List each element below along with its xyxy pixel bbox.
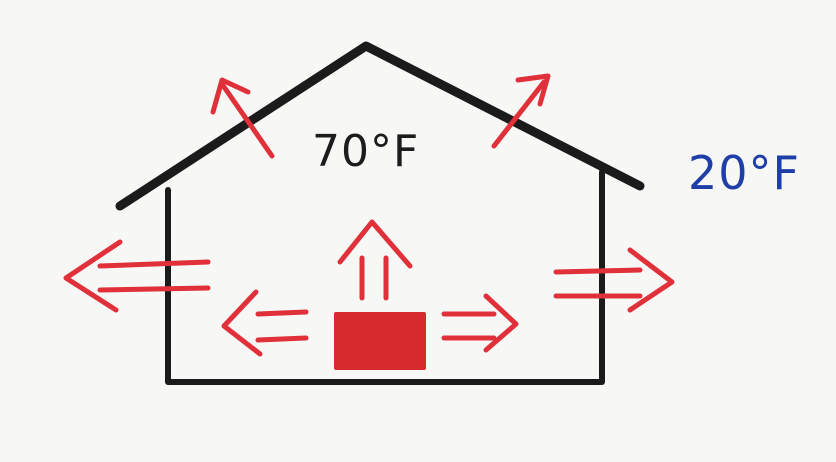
heater-right-double-arrow-icon (444, 296, 516, 350)
inside-temperature-label: 70°F (312, 130, 419, 174)
heater-block-icon (334, 312, 426, 370)
up-double-arrow-icon (340, 222, 410, 298)
heater-left-double-arrow-icon (224, 292, 306, 354)
left-wall-double-arrow-icon (66, 242, 208, 310)
outside-temperature-label: 20°F (688, 150, 800, 196)
right-wall-double-arrow-icon (556, 250, 672, 310)
